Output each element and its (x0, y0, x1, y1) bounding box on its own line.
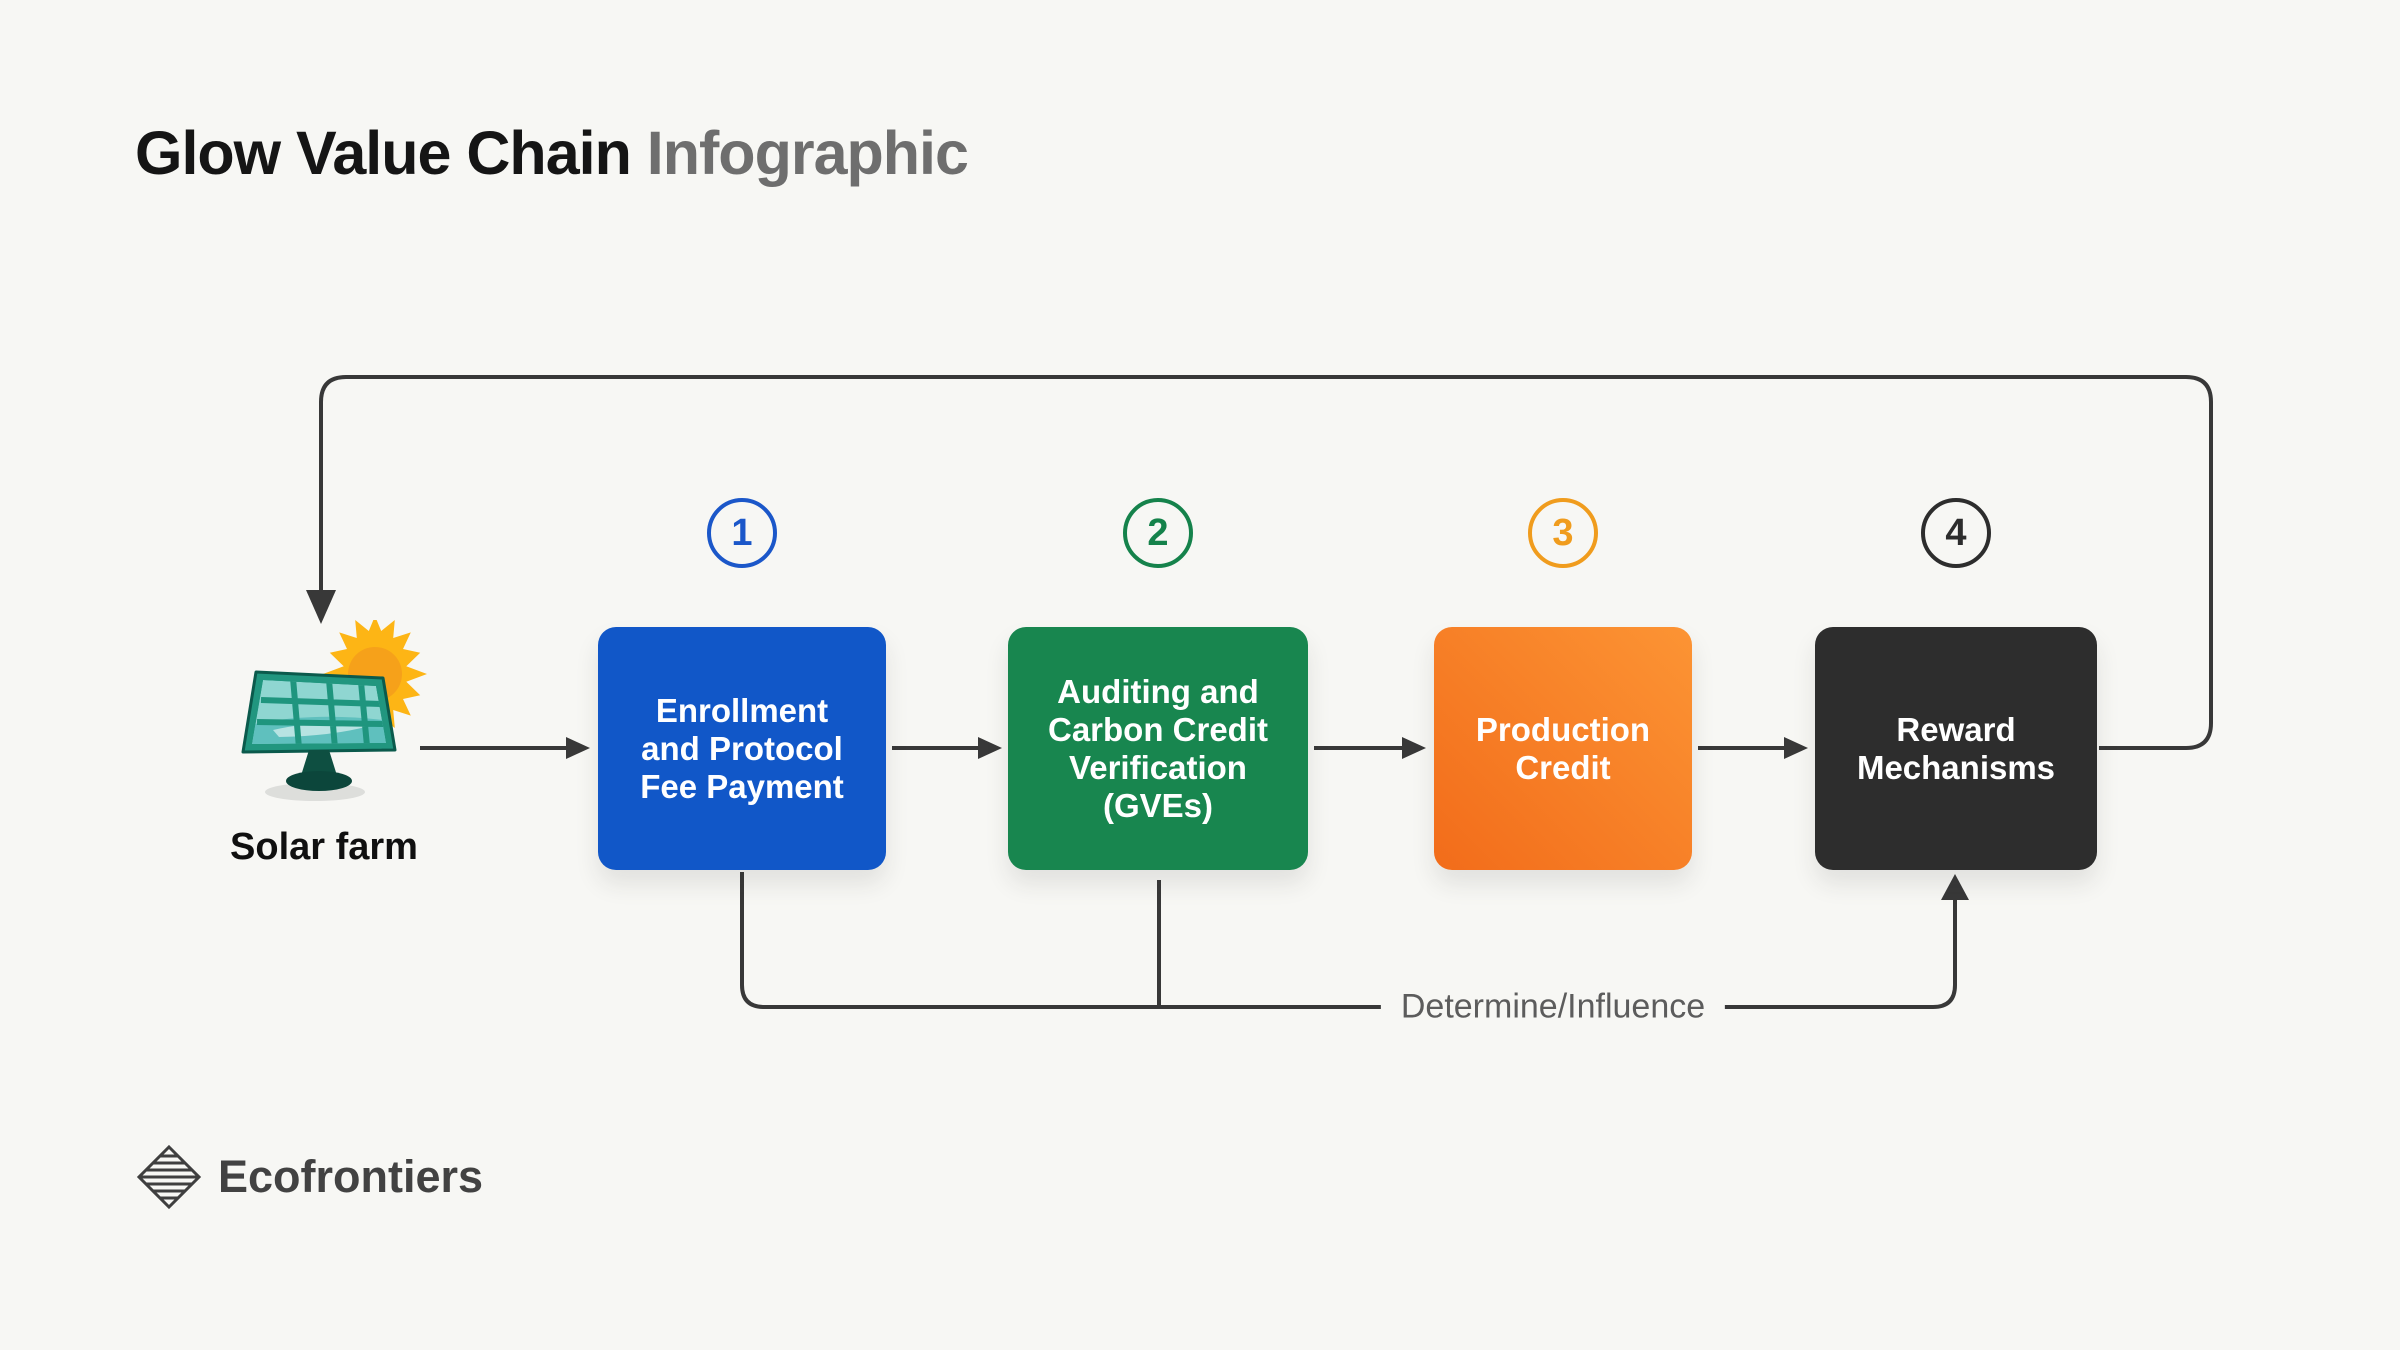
source-label: Solar farm (230, 826, 418, 868)
arrowhead-step4 (1784, 737, 1808, 759)
step-1-label: Enrollment and Protocol Fee Payment (640, 691, 844, 805)
feedback-loop-line (319, 375, 2213, 750)
step-4-number: 4 (1945, 511, 1967, 554)
step-2-label: Auditing and Carbon Credit Verification … (1047, 672, 1268, 824)
step-3-number: 3 (1552, 511, 1574, 554)
arrowhead-step2 (978, 737, 1002, 759)
step-3-badge: 3 (1528, 498, 1598, 568)
title-accent: Infographic (646, 119, 969, 187)
step-2-badge: 2 (1123, 498, 1193, 568)
brand-logo: Ecofrontiers (136, 1144, 483, 1210)
brand-name: Ecofrontiers (218, 1151, 484, 1202)
step-1-number: 1 (731, 511, 753, 554)
step-box-reward-mechanisms: Reward Mechanisms (1815, 627, 2097, 870)
step-1-badge: 1 (707, 498, 777, 568)
arrowhead-step3 (1402, 737, 1426, 759)
arrowhead-step1 (566, 737, 590, 759)
determine-arrowhead-up (1941, 874, 1969, 900)
diamond-hatch-icon (136, 1144, 202, 1210)
loop-arrowhead-down (306, 590, 336, 624)
solar-panel-sun-icon (241, 620, 427, 801)
step-3-label: Production Credit (1475, 710, 1651, 786)
title-main: Glow Value Chain (135, 119, 632, 187)
panel-stand (265, 750, 365, 801)
step-2-number: 2 (1147, 511, 1169, 554)
determine-influence-line (740, 872, 1957, 1009)
solar-panel (241, 670, 397, 754)
page-title: Glow Value Chain Infographic (135, 118, 969, 188)
step-4-badge: 4 (1921, 498, 1991, 568)
step-box-production-credit: Production Credit (1434, 627, 1692, 870)
step-4-label: Reward Mechanisms (1856, 710, 2056, 786)
step-box-auditing: Auditing and Carbon Credit Verification … (1008, 627, 1308, 870)
determine-influence-label: Determine/Influence (1380, 985, 1726, 1029)
step-box-enrollment: Enrollment and Protocol Fee Payment (598, 627, 886, 870)
